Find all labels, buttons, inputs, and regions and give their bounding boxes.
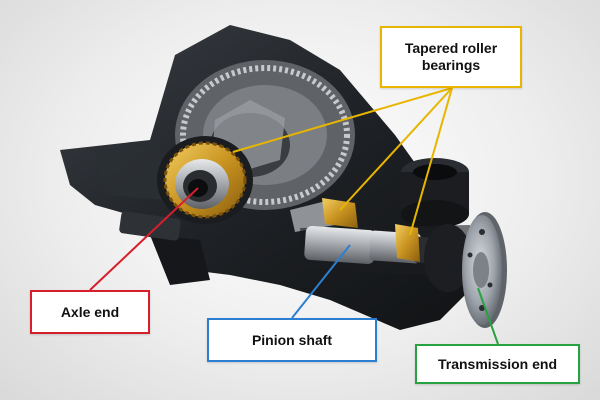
- pinion-bearings: [322, 198, 420, 262]
- transmission-flange: [424, 212, 507, 328]
- callout-pinion-shaft: Pinion shaft: [207, 318, 377, 362]
- rear-mount: [401, 158, 469, 228]
- axle-bearing: [157, 136, 253, 224]
- leader-lines: [89, 87, 499, 345]
- callout-label: Tapered roller bearings: [404, 40, 498, 73]
- callout-axle-end: Axle end: [30, 290, 150, 334]
- callout-label: Axle end: [60, 303, 120, 320]
- callout-tapered-roller-bearings: Tapered roller bearings: [380, 26, 522, 88]
- callout-transmission-end: Transmission end: [415, 344, 580, 384]
- callout-label: Transmission end: [437, 355, 558, 372]
- callout-label: Pinion shaft: [251, 331, 333, 348]
